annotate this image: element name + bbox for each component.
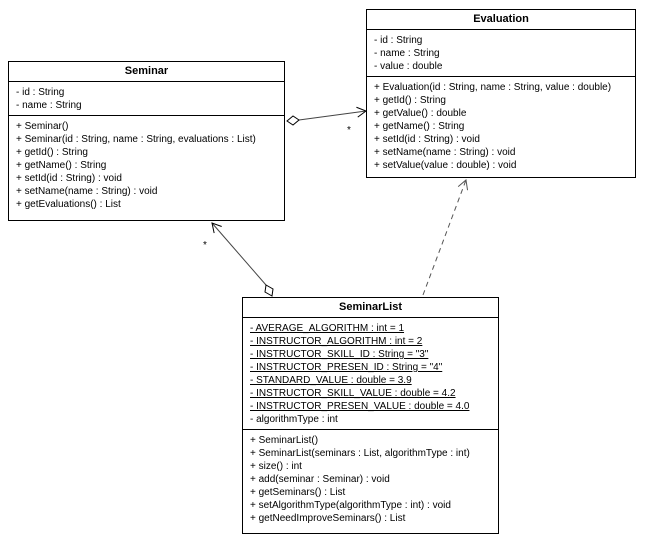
- multiplicity-evaluation: *: [347, 125, 351, 136]
- operation-row: + getEvaluations() : List: [16, 199, 121, 210]
- operation-row: + SeminarList(seminars : List, algorithm…: [250, 448, 470, 459]
- multiplicity-seminar: *: [203, 240, 207, 251]
- attribute-row: - INSTRUCTOR_PRESEN_VALUE : double = 4.0: [250, 401, 470, 412]
- attribute-row: - id : String: [16, 87, 65, 98]
- operation-row: + getValue() : double: [374, 108, 467, 119]
- operation-row: + getName() : String: [16, 160, 107, 171]
- operations-section: + SeminarList() + SeminarList(seminars : …: [243, 430, 498, 528]
- operation-row: + Seminar(id : String, name : String, ev…: [16, 134, 256, 145]
- attribute-row: - id : String: [374, 35, 423, 46]
- attribute-row: - INSTRUCTOR_SKILL_VALUE : double = 4.2: [250, 388, 456, 399]
- operation-row: + setName(name : String) : void: [16, 186, 158, 197]
- operation-row: + setId(id : String) : void: [16, 173, 122, 184]
- attribute-row: - value : double: [374, 61, 443, 72]
- operation-row: + getName() : String: [374, 121, 465, 132]
- aggregation-diamond-seminarlist: [264, 284, 274, 297]
- attribute-row: - name : String: [16, 100, 82, 111]
- attribute-row: - name : String: [374, 48, 440, 59]
- class-name: SeminarList: [243, 298, 498, 318]
- attributes-section: - id : String - name : String - value : do…: [367, 30, 635, 77]
- attribute-row: - INSTRUCTOR_ALGORITHM : int = 2: [250, 336, 423, 347]
- operation-row: + size() : int: [250, 461, 302, 472]
- class-seminar[interactable]: Seminar - id : String - name : String + S…: [8, 61, 285, 221]
- operations-section: + Evaluation(id : String, name : String,…: [367, 77, 635, 175]
- attributes-section: - id : String - name : String: [9, 82, 284, 116]
- operation-row: + add(seminar : Seminar) : void: [250, 474, 390, 485]
- class-evaluation[interactable]: Evaluation - id : String- name : String-…: [366, 9, 636, 178]
- seminar-evaluation-aggregation: [286, 106, 368, 126]
- seminarlist-evaluation-dependency: [422, 179, 469, 296]
- class-name: Evaluation: [367, 10, 635, 30]
- operation-row: + SeminarList(): [250, 435, 319, 446]
- aggregation-diamond-seminar: [286, 115, 300, 126]
- operation-row: + setValue(value : double) : void: [374, 160, 517, 171]
- operation-row: + setAlgorithmType(algorithmType : int) …: [250, 500, 451, 511]
- operation-row: + getId() : String: [16, 147, 88, 158]
- operation-row: + getSeminars() : List: [250, 487, 346, 498]
- class-seminarlist[interactable]: SeminarList - AVERAGE_ALGORITHM : int = …: [242, 297, 499, 534]
- operations-section: + Seminar() + Seminar(id : String, name :…: [9, 116, 284, 214]
- class-name: Seminar: [9, 62, 284, 82]
- operation-row: + setName(name : String) : void: [374, 147, 516, 158]
- operation-row: + getId() : String: [374, 95, 446, 106]
- attribute-row: - INSTRUCTOR_SKILL_ID : String = "3": [250, 349, 429, 360]
- attribute-row: - AVERAGE_ALGORITHM : int = 1: [250, 323, 405, 334]
- attributes-section: - AVERAGE_ALGORITHM : int = 1 - INSTRUCTO…: [243, 318, 498, 430]
- attribute-row: - INSTRUCTOR_PRESEN_ID : String = "4": [250, 362, 443, 373]
- operation-row: + Seminar(): [16, 121, 69, 132]
- operation-row: + Evaluation(id : String, name : String,…: [374, 82, 612, 93]
- seminarlist-seminar-aggregation: [211, 222, 274, 297]
- attribute-row: - algorithmType : int: [250, 414, 338, 425]
- operation-row: + getNeedImproveSeminars() : List: [250, 513, 406, 524]
- attribute-row: - STANDARD_VALUE : double = 3.9: [250, 375, 412, 386]
- operation-row: + setId(id : String) : void: [374, 134, 480, 145]
